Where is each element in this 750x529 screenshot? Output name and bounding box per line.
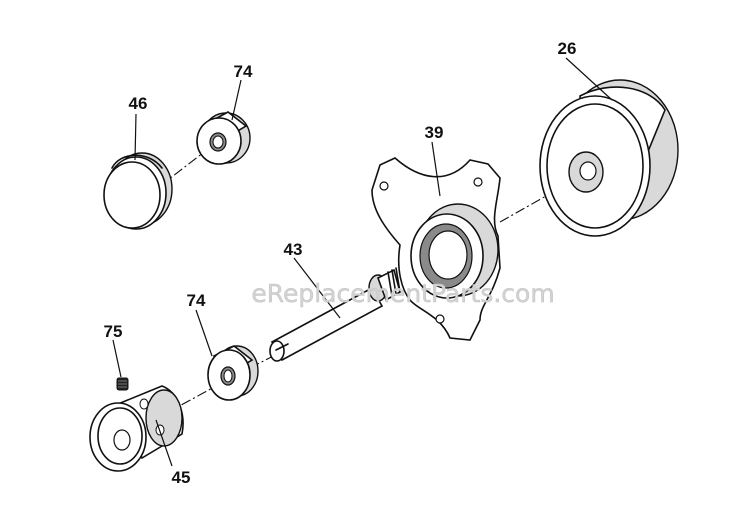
label-74-upper: 74 <box>234 62 253 81</box>
callout-labels: 46 74 39 26 43 74 75 45 <box>104 39 577 487</box>
label-43: 43 <box>284 240 303 259</box>
label-39: 39 <box>425 123 444 142</box>
part-74-spacer-upper[interactable] <box>196 111 251 165</box>
watermark-text: eReplacementParts.com <box>251 279 554 308</box>
part-39-bracket[interactable] <box>371 157 501 341</box>
leader-lines <box>112 57 613 467</box>
part-46-cap[interactable] <box>103 152 173 230</box>
part-43-shaft[interactable] <box>269 267 401 362</box>
label-46: 46 <box>129 94 148 113</box>
part-26-wheel[interactable] <box>539 79 679 237</box>
label-26: 26 <box>558 39 577 58</box>
label-45: 45 <box>172 468 191 487</box>
part-45-collar[interactable] <box>89 385 184 472</box>
part-74-spacer-lower[interactable] <box>207 345 259 401</box>
label-74-lower: 74 <box>187 291 206 310</box>
part-75-set-screw[interactable] <box>116 377 129 391</box>
label-75: 75 <box>104 322 123 341</box>
